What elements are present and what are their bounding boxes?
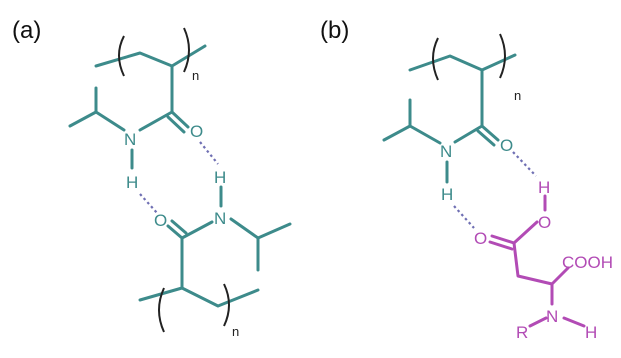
top-amide-nitrogen: N	[124, 130, 136, 149]
bottom-carbonyl-bond-1	[166, 224, 184, 240]
bottom-subscript-n: n	[232, 324, 239, 339]
b-carbonyl-oxygen: O	[500, 136, 513, 155]
b-r-group: R	[516, 323, 528, 342]
bottom-c-n-bond	[180, 220, 214, 240]
b-amide-nitrogen: N	[440, 142, 452, 161]
b-amine-h-bond	[562, 316, 586, 328]
hbond-b-upper	[512, 151, 537, 177]
b-n-isopropyl-bond	[408, 124, 442, 145]
b-carbonyl-bond-2	[476, 129, 496, 147]
b-acid-c-o-bond	[512, 220, 539, 245]
b-cooh-label: COOH	[562, 253, 613, 272]
bottom-carbonyl-bond-2	[170, 219, 188, 235]
top-carbonyl-oxygen: O	[190, 122, 203, 141]
top-subscript-n: n	[192, 68, 199, 83]
panel-a-top-amide: O N H	[68, 86, 203, 192]
b-c-n-bond	[453, 124, 484, 144]
b-right-paren	[499, 33, 506, 79]
b-left-paren	[432, 37, 439, 81]
panel-b: (b) n O N H H O	[320, 17, 613, 342]
b-asp-ch2-bond	[512, 241, 554, 286]
bottom-left-paren	[158, 287, 165, 333]
panel-a-top-backbone: n	[94, 27, 207, 114]
top-c-n-bond	[138, 110, 174, 132]
b-backbone-chain	[408, 53, 517, 72]
panel-b-label: (b)	[320, 17, 349, 44]
b-acid-oxygen: O	[538, 213, 551, 232]
b-isopropyl-methyl-1	[382, 124, 412, 142]
b-asp-cooh-bond	[550, 266, 570, 286]
b-acid-carbonyl-bond-1	[490, 234, 516, 245]
b-amine-hydrogen: H	[585, 323, 597, 342]
panel-b-backbone: n	[408, 33, 521, 128]
bottom-amide-nitrogen: N	[214, 209, 226, 228]
top-left-paren	[118, 35, 125, 77]
hbond-a-lower	[139, 193, 159, 215]
top-amide-hydrogen: H	[126, 173, 138, 192]
top-carbonyl-bond-1	[170, 110, 190, 129]
panel-a-bottom-backbone: n	[138, 283, 260, 339]
panel-b-aspartic-acid: H O O COOH N R H	[474, 178, 613, 342]
bottom-right-paren	[223, 283, 230, 327]
b-acid-carbonyl-bond-2	[488, 240, 514, 251]
b-amine-r-bond	[528, 316, 548, 328]
bottom-backbone-chain	[138, 286, 260, 308]
panel-a-label: (a)	[12, 17, 41, 44]
bottom-carbonyl-oxygen: O	[154, 211, 167, 230]
bottom-n-isopropyl-bond	[229, 217, 260, 240]
hbond-b-lower	[453, 205, 475, 229]
panel-b-amide: O N H	[382, 98, 513, 204]
b-amide-hydrogen: H	[441, 185, 453, 204]
panel-a-bottom-amide: H N O	[154, 168, 292, 290]
b-acid-hydrogen: H	[538, 178, 550, 197]
top-n-isopropyl-bond	[94, 110, 126, 132]
bottom-amide-hydrogen: H	[214, 168, 226, 187]
b-subscript-n: n	[514, 88, 521, 103]
b-amine-nitrogen: N	[546, 307, 558, 326]
bottom-isopropyl-methyl-1	[256, 222, 292, 240]
panel-a: (a) n O N H H N	[12, 17, 292, 339]
top-right-paren	[183, 27, 190, 73]
top-carbonyl-bond-2	[166, 115, 186, 134]
b-acid-carbonyl-oxygen: O	[474, 229, 487, 248]
top-isopropyl-methyl-1	[68, 110, 98, 128]
b-carbonyl-bond-1	[480, 124, 500, 142]
hbond-a-upper	[199, 141, 219, 165]
